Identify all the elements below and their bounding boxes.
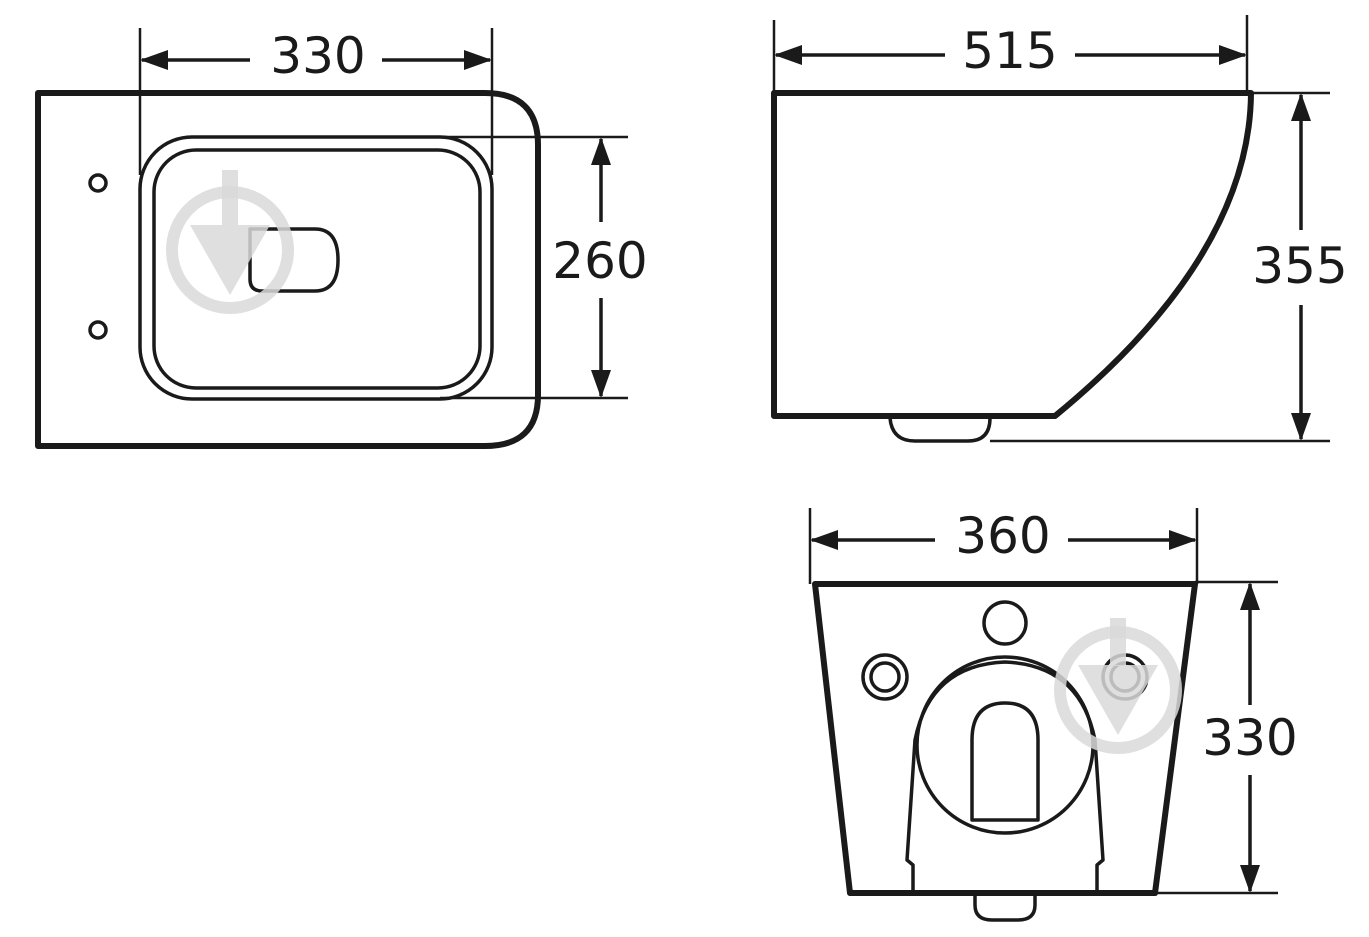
top-view-outline [35, 90, 541, 449]
front-view-height-label: 330 [1202, 709, 1297, 767]
bowl-rim-inner [152, 148, 482, 390]
trap-channel [970, 701, 1040, 822]
side-view-outline [771, 90, 1254, 419]
mounting-hole-bottom [88, 320, 108, 340]
side-outlet [888, 416, 992, 443]
mounting-hole-top [88, 173, 108, 193]
water-inlet [982, 600, 1028, 646]
front-outlet [973, 893, 1037, 922]
top-view: 330 260 [35, 27, 648, 449]
bolt-hole-left [861, 653, 909, 701]
drain-outlet [248, 227, 340, 293]
side-view-width-label: 515 [962, 22, 1057, 80]
front-view-width-label: 360 [955, 507, 1050, 565]
bowl-inner-arc [915, 655, 1095, 835]
bowl-rim-outer [138, 135, 494, 401]
bowl-opening [905, 660, 1105, 895]
watermark-logo-icon [166, 170, 294, 314]
side-view-height-label: 355 [1252, 237, 1347, 295]
front-view: 360 330 [808, 507, 1298, 922]
side-view: 515 355 [771, 15, 1348, 443]
top-view-height-label: 260 [552, 232, 647, 290]
top-view-width-label: 330 [270, 27, 365, 85]
watermark-logo-icon [1054, 618, 1182, 754]
